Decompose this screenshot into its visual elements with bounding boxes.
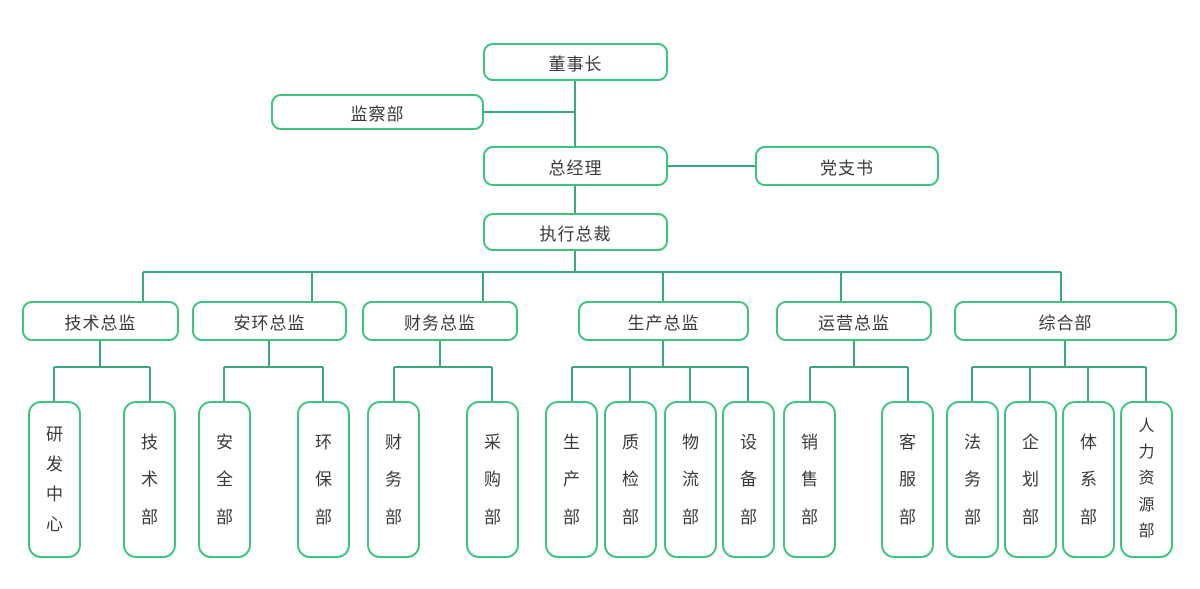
node-general-affairs-dept[interactable]: 综合部 <box>954 301 1177 341</box>
node-dept-customer-service-label: 客服部 <box>899 432 916 527</box>
node-dept-rd-center-label: 研发中心 <box>46 425 63 534</box>
node-dept-system-label: 体系部 <box>1080 432 1097 527</box>
node-dept-technology[interactable]: 技术部 <box>123 401 176 558</box>
node-director-safety-environment[interactable]: 安环总监 <box>192 301 347 341</box>
node-dept-human-resources-label: 人力资源部 <box>1138 418 1155 540</box>
node-dept-sales-label: 销售部 <box>801 432 818 527</box>
node-dept-system[interactable]: 体系部 <box>1062 401 1115 558</box>
node-director-operations[interactable]: 运营总监 <box>776 301 932 341</box>
node-dept-safety-label: 安全部 <box>216 432 233 527</box>
node-chairman[interactable]: 董事长 <box>483 43 668 81</box>
node-dept-environment-label: 环保部 <box>315 432 332 527</box>
node-dept-finance-label: 财务部 <box>385 432 402 527</box>
node-dept-technology-label: 技术部 <box>141 432 158 527</box>
node-dept-logistics[interactable]: 物流部 <box>664 401 717 558</box>
node-dept-finance[interactable]: 财务部 <box>367 401 420 558</box>
node-supervision-dept[interactable]: 监察部 <box>271 94 484 130</box>
node-executive-president[interactable]: 执行总裁 <box>483 213 668 251</box>
node-supervision-dept-label: 监察部 <box>350 104 405 124</box>
node-general-affairs-dept-label: 综合部 <box>1038 313 1093 333</box>
node-dept-environment[interactable]: 环保部 <box>297 401 350 558</box>
node-dept-equipment-label: 设备部 <box>740 432 757 527</box>
node-dept-legal[interactable]: 法务部 <box>946 401 999 558</box>
node-dept-purchasing-label: 采购部 <box>484 432 501 527</box>
node-director-production[interactable]: 生产总监 <box>578 301 749 341</box>
node-dept-planning-label: 企划部 <box>1022 432 1039 527</box>
node-party-secretary-label: 党支书 <box>820 158 874 178</box>
node-dept-equipment[interactable]: 设备部 <box>722 401 775 558</box>
node-dept-rd-center[interactable]: 研发中心 <box>28 401 81 558</box>
node-general-manager-label: 总经理 <box>548 158 603 178</box>
node-director-finance-label: 财务总监 <box>404 313 476 333</box>
node-party-secretary[interactable]: 党支书 <box>755 146 939 186</box>
node-director-safety-environment-label: 安环总监 <box>233 313 306 333</box>
node-dept-human-resources[interactable]: 人力资源部 <box>1120 401 1173 558</box>
node-director-finance[interactable]: 财务总监 <box>362 301 518 341</box>
node-dept-safety[interactable]: 安全部 <box>198 401 251 558</box>
node-dept-customer-service[interactable]: 客服部 <box>881 401 934 558</box>
node-dept-quality-inspection-label: 质检部 <box>622 432 639 527</box>
node-executive-president-label: 执行总裁 <box>539 224 612 244</box>
node-dept-quality-inspection[interactable]: 质检部 <box>604 401 657 558</box>
node-director-operations-label: 运营总监 <box>818 313 890 333</box>
node-director-production-label: 生产总监 <box>627 313 700 333</box>
node-chairman-label: 董事长 <box>548 54 603 74</box>
node-director-technology[interactable]: 技术总监 <box>22 301 179 341</box>
node-dept-planning[interactable]: 企划部 <box>1004 401 1057 558</box>
node-dept-logistics-label: 物流部 <box>682 432 699 527</box>
node-director-technology-label: 技术总监 <box>64 313 137 333</box>
node-dept-legal-label: 法务部 <box>964 432 981 527</box>
node-dept-production-label: 生产部 <box>563 432 580 527</box>
node-dept-production[interactable]: 生产部 <box>545 401 598 558</box>
node-general-manager[interactable]: 总经理 <box>483 146 668 186</box>
node-dept-sales[interactable]: 销售部 <box>783 401 836 558</box>
node-dept-purchasing[interactable]: 采购部 <box>466 401 519 558</box>
